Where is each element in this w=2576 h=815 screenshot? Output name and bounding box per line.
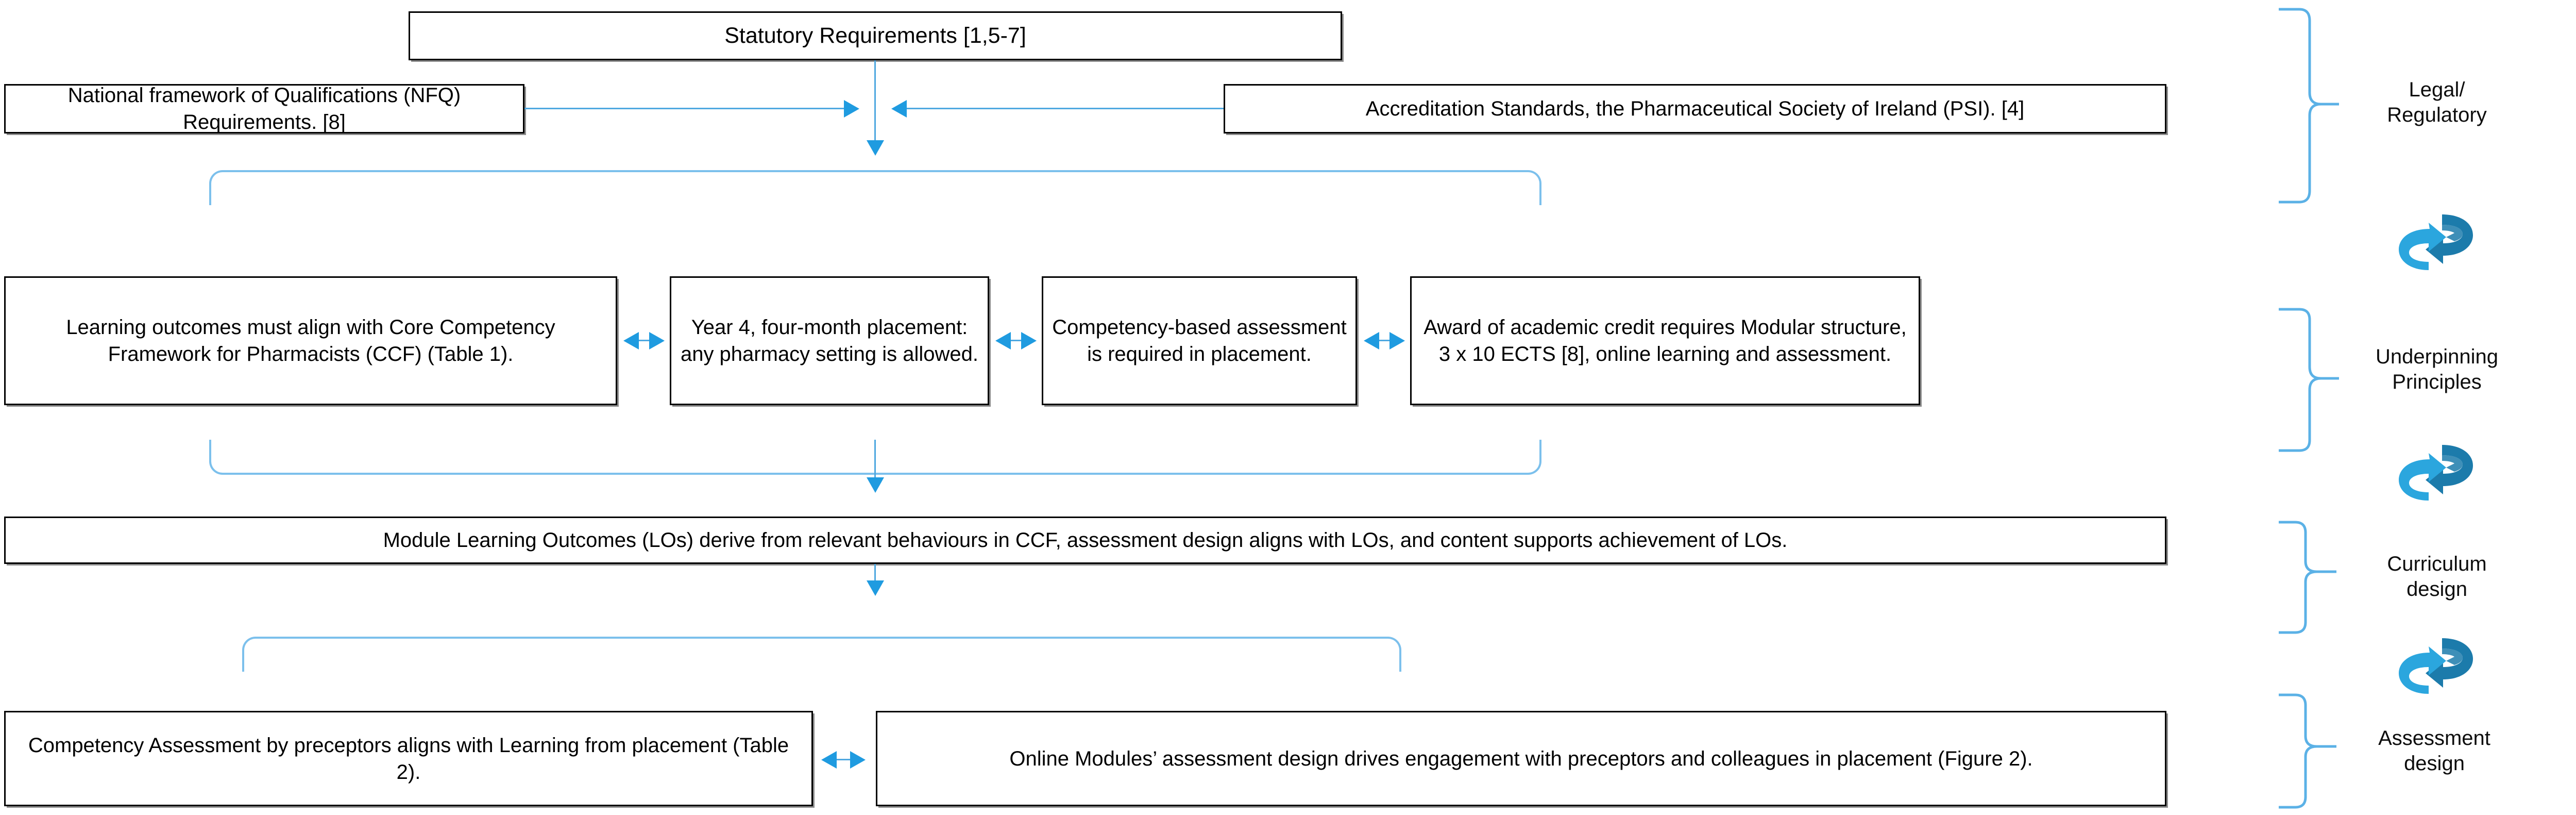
box-online-modules-assessment: Online Modules’ assessment design drives… xyxy=(876,711,2166,806)
cycle-arrows-icon xyxy=(2399,638,2473,694)
box-academic-credit-text: Award of academic credit requires Modula… xyxy=(1423,316,1907,365)
box-online-modules-assessment-text: Online Modules’ assessment design drives… xyxy=(1009,747,2033,770)
connector-competency-credit xyxy=(1379,340,1389,341)
connector-row5-between xyxy=(837,759,850,760)
right-label-curriculum-design-line1: Curriculum xyxy=(2387,553,2487,575)
arrow-row4-down xyxy=(867,580,884,596)
connector-center-down-1 xyxy=(874,109,876,141)
connector-placement-competency xyxy=(1011,340,1021,341)
arrow-placement-competency-left xyxy=(995,332,1011,350)
box-statutory-requirements-text: Statutory Requirements [1,5-7] xyxy=(724,23,1026,48)
box-module-learning-outcomes-text: Module Learning Outcomes (LOs) derive fr… xyxy=(383,529,1788,552)
connector-psi-to-center xyxy=(907,108,1224,109)
box-psi-accreditation: Accreditation Standards, the Pharmaceuti… xyxy=(1224,84,2166,134)
brace-curriculum-design xyxy=(2279,521,2336,634)
right-label-underpinning-principles-line2: Principles xyxy=(2392,370,2482,393)
arrow-competency-credit-left xyxy=(1364,332,1379,350)
arrow-ccf-placement-left xyxy=(623,332,639,350)
arrow-center-down-2 xyxy=(867,477,884,493)
brace-underpinning-principles xyxy=(2279,308,2339,452)
arrow-placement-competency-right xyxy=(1021,332,1037,350)
right-label-assessment-design-line1: Assessment xyxy=(2378,727,2490,750)
right-label-underpinning-principles-line1: Underpinning xyxy=(2376,345,2498,368)
brace-assessment-design xyxy=(2279,693,2336,809)
connector-row4-down xyxy=(874,564,876,587)
box-nfq-requirements-text: National framework of Qualifications (NF… xyxy=(67,84,461,134)
right-label-legal-regulatory-line1: Legal/ xyxy=(2409,78,2465,101)
cycle-arrows-icon xyxy=(2399,214,2473,270)
arrow-center-down-1 xyxy=(867,140,884,156)
arrow-row5-right xyxy=(850,751,866,769)
cycle-arrows-icon xyxy=(2399,445,2473,501)
connector-statutory-down xyxy=(874,60,876,132)
brace-legal-regulatory xyxy=(2279,8,2339,204)
arrow-ccf-placement-right xyxy=(649,332,665,350)
box-preceptor-competency-assessment-text: Competency Assessment by preceptors alig… xyxy=(28,734,789,784)
right-label-legal-regulatory-line2: Regulatory xyxy=(2387,103,2487,126)
arrow-nfq-to-center xyxy=(844,100,859,118)
connector-nfq-to-center xyxy=(524,108,844,109)
right-label-legal-regulatory: Legal/ Regulatory xyxy=(2360,77,2514,128)
box-nfq-requirements: National framework of Qualifications (NF… xyxy=(4,84,524,134)
box-learning-outcomes-ccf: Learning outcomes must align with Core C… xyxy=(4,276,617,405)
connector-ccf-placement xyxy=(639,340,649,341)
box-year4-placement: Year 4, four-month placement: any pharma… xyxy=(670,276,989,405)
right-label-curriculum-design-line2: design xyxy=(2406,577,2467,601)
box-preceptor-competency-assessment: Competency Assessment by preceptors alig… xyxy=(4,711,813,806)
box-competency-based-assessment: Competency-based assessment is required … xyxy=(1042,276,1357,405)
arrow-psi-to-center xyxy=(891,100,907,118)
box-statutory-requirements: Statutory Requirements [1,5-7] xyxy=(409,11,1342,60)
right-label-assessment-design: Assessment design xyxy=(2347,726,2522,776)
box-psi-accreditation-text: Accreditation Standards, the Pharmaceuti… xyxy=(1365,97,2025,120)
right-label-assessment-design-line2: design xyxy=(2404,752,2465,775)
right-label-underpinning-principles: Underpinning Principles xyxy=(2349,344,2524,395)
connector-distribution-row5 xyxy=(242,637,1401,672)
connector-distribution-row3 xyxy=(209,170,1541,205)
box-module-learning-outcomes: Module Learning Outcomes (LOs) derive fr… xyxy=(4,517,2166,564)
box-competency-based-assessment-text: Competency-based assessment is required … xyxy=(1052,316,1347,365)
arrow-competency-credit-right xyxy=(1389,332,1405,350)
box-academic-credit: Award of academic credit requires Modula… xyxy=(1410,276,1920,405)
box-year4-placement-text: Year 4, four-month placement: any pharma… xyxy=(680,316,979,365)
right-label-curriculum-design: Curriculum design xyxy=(2354,552,2519,602)
box-learning-outcomes-ccf-text: Learning outcomes must align with Core C… xyxy=(66,316,555,365)
connector-center-down-2 xyxy=(874,440,876,477)
arrow-row5-left xyxy=(821,751,837,769)
